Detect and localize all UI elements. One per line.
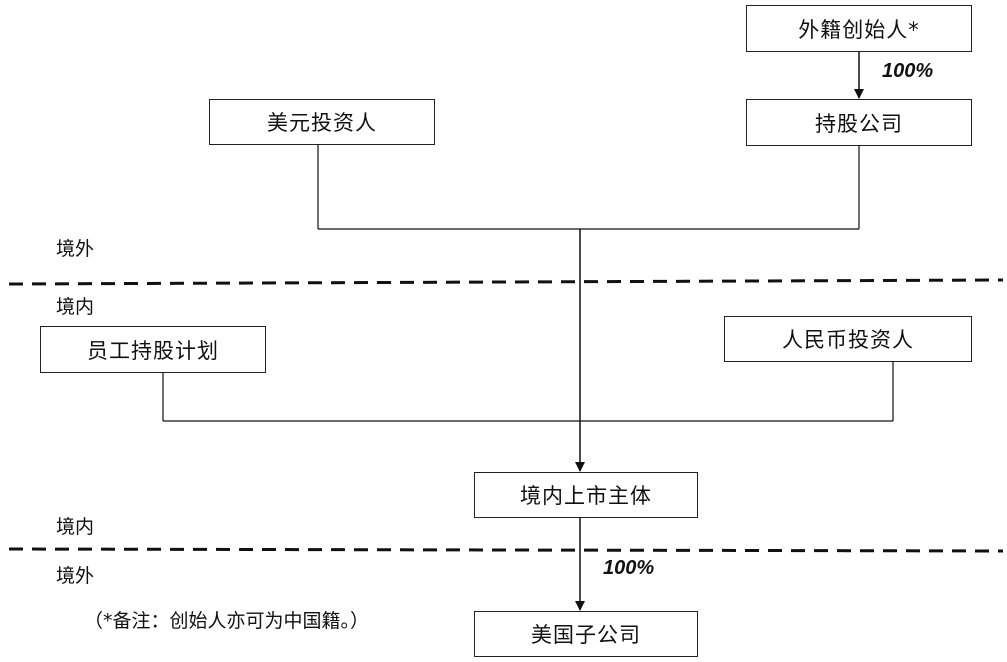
border-dashed-line-lower bbox=[8, 547, 1004, 553]
founder-ownership-label: 100% bbox=[882, 60, 934, 82]
holding-company-label: 持股公司 bbox=[815, 111, 903, 136]
domestic-listed-entity-box: 境内上市主体 bbox=[474, 472, 698, 518]
us-subsidiary-box: 美国子公司 bbox=[474, 611, 698, 657]
usd-investors-box: 美元投资人 bbox=[209, 99, 435, 145]
region-label-offshore-bottom: 境外 bbox=[56, 565, 95, 587]
rmb-investors-box: 人民币投资人 bbox=[724, 316, 972, 362]
domestic-listed-entity-label: 境内上市主体 bbox=[520, 484, 652, 508]
us-subsidiary-label: 美国子公司 bbox=[531, 623, 641, 647]
usd-investors-label: 美元投资人 bbox=[267, 111, 377, 135]
subsidiary-ownership-label: 100% bbox=[603, 557, 655, 579]
region-label-offshore-top: 境外 bbox=[56, 238, 95, 260]
esop-box: 员工持股计划 bbox=[40, 326, 266, 373]
foreign-founder-box: 外籍创始人* bbox=[746, 5, 972, 52]
region-label-onshore-upper: 境内 bbox=[56, 296, 95, 318]
footnote: （*备注：创始人亦可为中国籍。） bbox=[84, 610, 370, 632]
holding-company-box: 持股公司 bbox=[746, 99, 972, 146]
region-label-onshore-lower: 境内 bbox=[56, 516, 95, 538]
foreign-founder-label: 外籍创始人* bbox=[798, 17, 920, 42]
rmb-investors-label: 人民币投资人 bbox=[782, 328, 914, 352]
esop-label: 员工持股计划 bbox=[87, 338, 219, 363]
border-dashed-line-upper bbox=[8, 278, 1004, 286]
